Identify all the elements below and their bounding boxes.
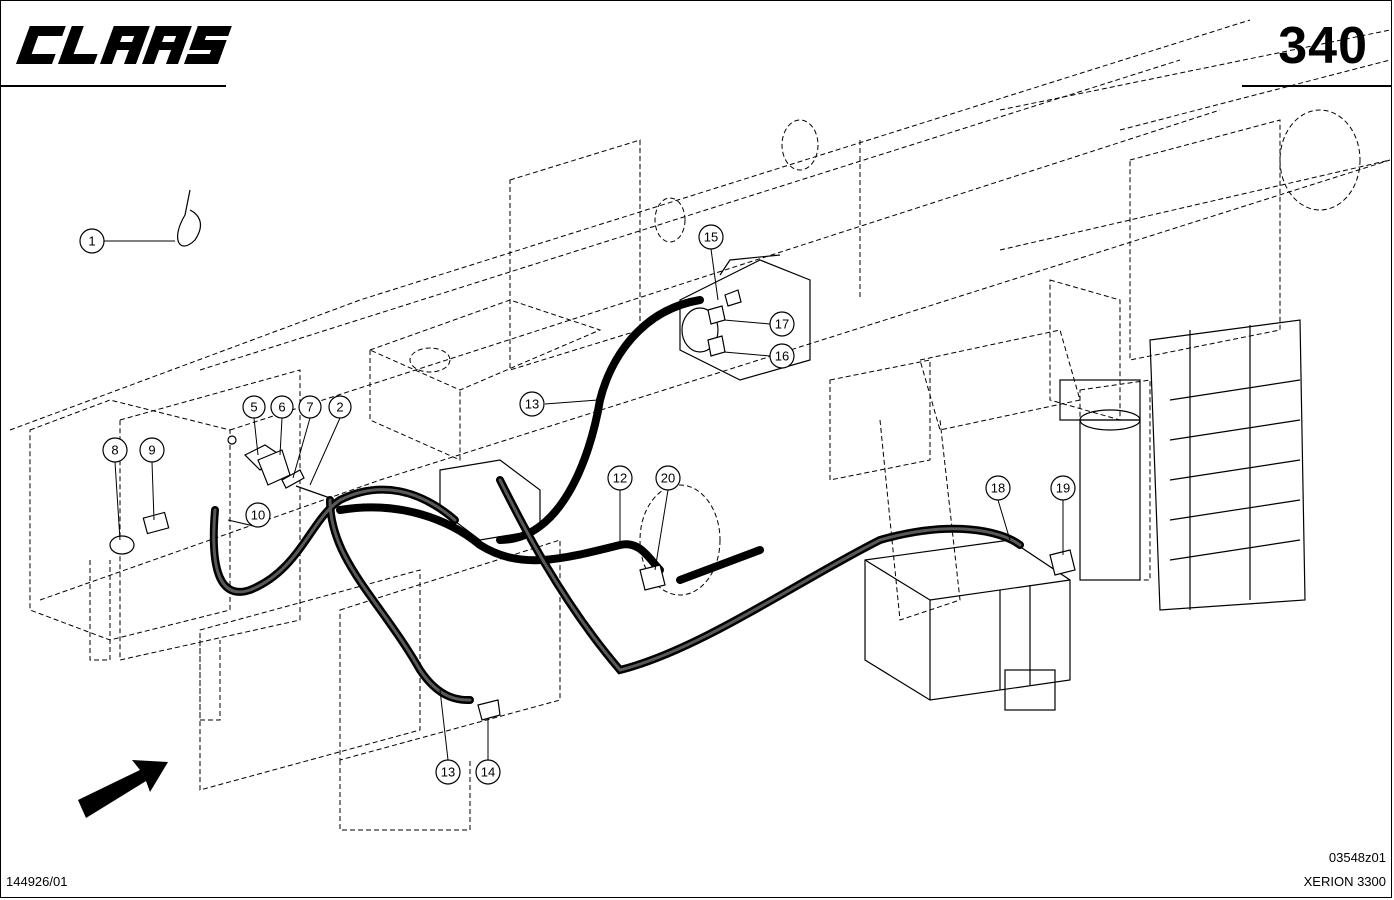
model-name: XERION 3300: [1303, 874, 1386, 889]
callout-13a: 13: [519, 391, 545, 417]
svg-text:15: 15: [704, 230, 718, 245]
callout-10: 10: [245, 502, 271, 528]
claas-logo: [15, 26, 232, 64]
svg-text:16: 16: [775, 349, 789, 364]
svg-text:8: 8: [111, 443, 118, 458]
drawing-code: 03548z01: [1328, 850, 1386, 865]
callout-8: 8: [102, 437, 128, 463]
leader-lines: [104, 240, 1064, 761]
svg-text:20: 20: [661, 471, 675, 486]
svg-text:9: 9: [148, 443, 155, 458]
callout-17: 17: [769, 311, 795, 337]
chassis-frame: [9, 19, 1391, 831]
callout-14: 14: [475, 759, 501, 785]
page-number: 340: [1278, 17, 1368, 75]
svg-text:5: 5: [250, 400, 257, 415]
svg-text:19: 19: [1056, 481, 1070, 496]
callout-13b: 13: [435, 759, 461, 785]
callout-1: 1: [79, 228, 105, 254]
svg-text:13: 13: [441, 765, 455, 780]
callout-18: 18: [985, 475, 1011, 501]
callout-20: 20: [655, 465, 681, 491]
callout-7: 7: [298, 395, 322, 419]
hoses: [209, 296, 1024, 704]
svg-text:1: 1: [88, 234, 95, 249]
callout-9: 9: [139, 437, 165, 463]
callout-5: 5: [242, 395, 266, 419]
small-parts: [109, 189, 1076, 721]
direction-arrow-icon: [78, 760, 168, 818]
header-rule-left: [0, 85, 226, 87]
callout-15: 15: [698, 224, 724, 250]
valve-block-right: [1059, 319, 1306, 611]
callouts: 1 5 6 7 2 8 9 10 13 12 20 15 17 16 18 19…: [79, 224, 1076, 785]
callout-19: 19: [1050, 475, 1076, 501]
svg-text:6: 6: [278, 400, 285, 415]
svg-text:13: 13: [525, 397, 539, 412]
filter-housing: [1079, 409, 1141, 581]
pump-assembly: [679, 254, 811, 381]
doc-number: 144926/01: [6, 874, 68, 889]
valve-block-lower: [864, 539, 1071, 711]
svg-text:7: 7: [306, 400, 313, 415]
svg-text:18: 18: [991, 481, 1005, 496]
svg-text:17: 17: [775, 317, 789, 332]
callout-2: 2: [328, 395, 352, 419]
callout-12: 12: [607, 465, 633, 491]
callout-6: 6: [270, 395, 294, 419]
header-rule-right: [1242, 85, 1392, 87]
callout-16: 16: [769, 343, 795, 369]
svg-text:12: 12: [613, 471, 627, 486]
svg-text:10: 10: [251, 508, 265, 523]
svg-text:2: 2: [336, 400, 343, 415]
svg-text:14: 14: [481, 765, 495, 780]
